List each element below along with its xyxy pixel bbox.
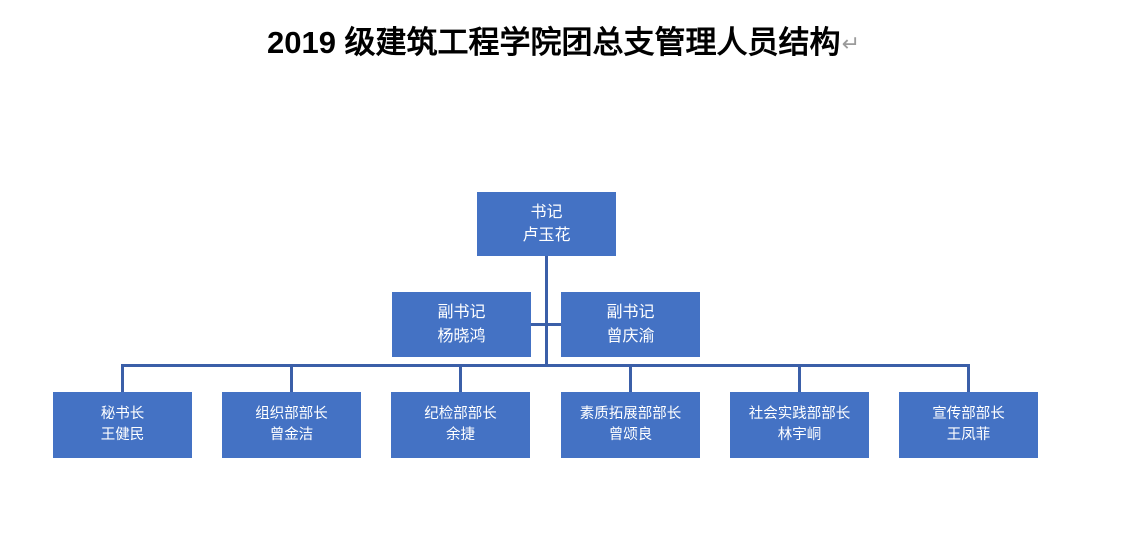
org-node-dept-4[interactable]: 素质拓展部部长 曾颂良: [561, 392, 700, 458]
org-node-role: 素质拓展部部长: [579, 405, 682, 422]
connector-vice-stem-lower: [545, 323, 548, 366]
org-node-person: 曾颂良: [608, 427, 653, 443]
org-node-role: 副书记: [437, 304, 486, 322]
paragraph-mark: ↵: [841, 31, 860, 56]
org-node-role: 纪检部部长: [424, 405, 497, 422]
org-node-vice-secretary-2[interactable]: 副书记 曾庆渝: [561, 292, 700, 357]
org-node-dept-3[interactable]: 纪检部部长 余捷: [391, 392, 530, 458]
org-node-dept-5[interactable]: 社会实践部部长 林宇峒: [730, 392, 869, 458]
org-node-secretary[interactable]: 书记 卢玉花: [477, 192, 616, 256]
connector-distribution-bar: [122, 364, 969, 367]
org-node-person: 卢玉花: [522, 227, 571, 244]
org-node-person: 曾庆渝: [606, 327, 655, 345]
org-node-dept-1[interactable]: 秘书长 王健民: [53, 392, 192, 458]
org-node-role: 宣传部部长: [932, 405, 1005, 422]
connector-drop-dept-4: [629, 364, 632, 392]
org-node-person: 余捷: [446, 427, 475, 443]
connector-secretary-stem: [545, 256, 548, 325]
connector-drop-dept-1: [121, 364, 124, 392]
org-node-person: 林宇峒: [777, 427, 822, 443]
connector-drop-dept-3: [459, 364, 462, 392]
page-title-text: 2019 级建筑工程学院团总支管理人员结构: [266, 25, 841, 60]
org-node-person: 王健民: [100, 427, 145, 443]
page-title: 2019 级建筑工程学院团总支管理人员结构↵: [0, 22, 1127, 65]
org-node-role: 书记: [530, 203, 563, 221]
org-node-person: 曾金洁: [269, 427, 314, 443]
org-node-role: 副书记: [606, 304, 655, 322]
connector-drop-dept-5: [798, 364, 801, 392]
connector-drop-dept-6: [967, 364, 970, 392]
connector-drop-dept-2: [290, 364, 293, 392]
org-node-vice-secretary-1[interactable]: 副书记 杨晓鸿: [392, 292, 531, 357]
org-node-role: 组织部部长: [255, 405, 328, 422]
org-node-person: 杨晓鸿: [437, 327, 486, 345]
org-node-dept-2[interactable]: 组织部部长 曾金洁: [222, 392, 361, 458]
org-node-role: 秘书长: [100, 405, 145, 422]
org-node-dept-6[interactable]: 宣传部部长 王凤菲: [899, 392, 1038, 458]
org-node-person: 王凤菲: [946, 427, 991, 443]
org-node-role: 社会实践部部长: [748, 405, 851, 422]
